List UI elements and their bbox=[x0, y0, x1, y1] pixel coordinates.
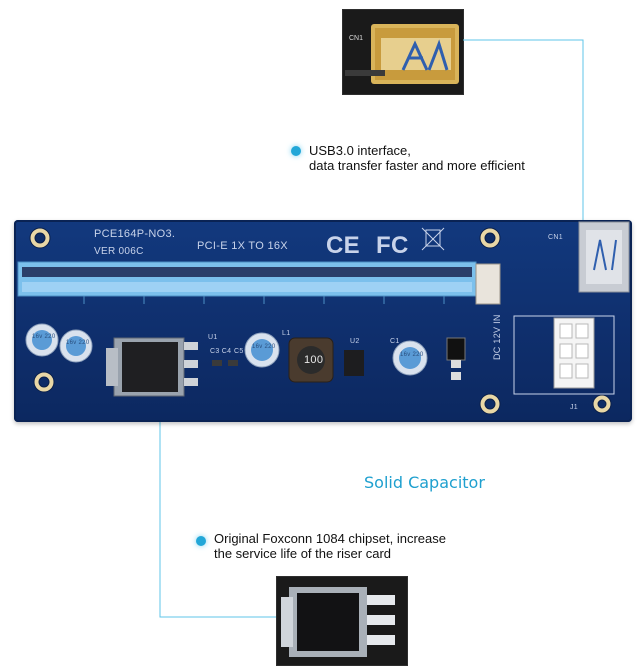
ref-u1: U1 bbox=[208, 334, 218, 341]
ref-l1: L1 bbox=[282, 330, 291, 337]
chipset-callout-dot bbox=[196, 536, 206, 546]
capacitor-label-left1: 16v 220 bbox=[32, 334, 56, 340]
solid-capacitor-label: Solid Capacitor bbox=[364, 473, 485, 492]
ref-j1: J1 bbox=[570, 404, 578, 411]
power-input-label: DC 12V IN bbox=[492, 314, 502, 360]
chipset-zoom-photo bbox=[277, 577, 407, 665]
ref-c1: C1 bbox=[390, 338, 400, 345]
ref-cn1: CN1 bbox=[548, 234, 563, 241]
capacitor-label-mid: 16v 220 bbox=[252, 344, 276, 350]
chipset-callout-text: Original Foxconn 1084 chipset, increase … bbox=[214, 531, 446, 561]
capacitor-label-right: 16v 220 bbox=[400, 352, 424, 358]
usb-callout-text: USB3.0 interface, data transfer faster a… bbox=[309, 143, 525, 173]
usb-callout-dot bbox=[291, 146, 301, 156]
fc-mark: FC bbox=[376, 232, 409, 259]
ref-c3c4: C3 C4 bbox=[210, 348, 232, 355]
usb-callout-line2: data transfer faster and more efficient bbox=[309, 158, 525, 173]
chipset-callout-line1: Original Foxconn 1084 chipset, increase bbox=[214, 531, 446, 546]
board-slot-text: PCI-E 1X TO 16X bbox=[197, 240, 288, 252]
ref-u2: U2 bbox=[350, 338, 360, 345]
board-version: VER 006C bbox=[94, 246, 144, 257]
capacitor-label-left2: 16v 220 bbox=[66, 340, 90, 346]
chipset-callout-line2: the service life of the riser card bbox=[214, 546, 392, 561]
riser-board: PCE164P-NO3. VER 006C PCI-E 1X TO 16X CE… bbox=[14, 220, 632, 422]
ref-c5: C5 bbox=[234, 348, 244, 355]
usb-callout-line1: USB3.0 interface, bbox=[309, 143, 411, 158]
board-illustration bbox=[17, 221, 630, 415]
inductor-code: 100 bbox=[304, 354, 324, 366]
ce-mark: CE bbox=[326, 232, 360, 259]
usb-zoom-photo: CN1 bbox=[343, 10, 463, 94]
chipset-illustration bbox=[277, 577, 407, 665]
svg-text:CN1: CN1 bbox=[349, 35, 363, 42]
usb-connector-illustration: CN1 bbox=[343, 10, 463, 94]
board-model: PCE164P-NO3. bbox=[94, 228, 176, 240]
